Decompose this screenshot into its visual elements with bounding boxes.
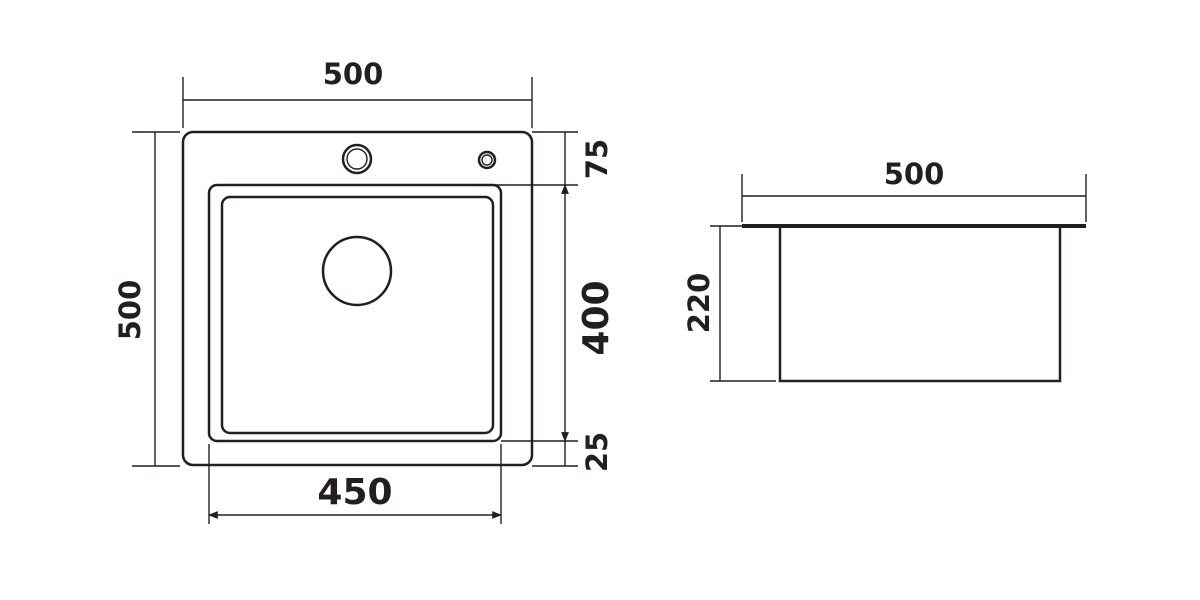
tap-hole	[341, 143, 373, 175]
tap-hole-inner	[346, 148, 368, 170]
sink-outer-outline	[181, 130, 534, 467]
bottom-rim-label: 25	[580, 432, 614, 472]
rim-label: 75	[580, 139, 614, 179]
bowl-width-label: 450	[317, 472, 392, 513]
top-view: 500 500 75 400 25 450	[113, 57, 617, 524]
bowl-outer-outline	[207, 183, 503, 443]
dispenser-hole-inner	[481, 154, 493, 166]
drain-hole	[321, 235, 393, 307]
bowl-depth-label: 400	[576, 280, 617, 355]
bowl-inner-outline	[220, 195, 495, 435]
left-height-label: 500	[113, 280, 147, 341]
side-width-label: 500	[884, 157, 945, 191]
top-width-label: 500	[323, 57, 384, 91]
side-bowl-outline	[778, 226, 1062, 383]
dispenser-hole	[477, 150, 497, 170]
side-view: 500 220	[682, 157, 1087, 383]
side-depth-label: 220	[682, 273, 716, 334]
